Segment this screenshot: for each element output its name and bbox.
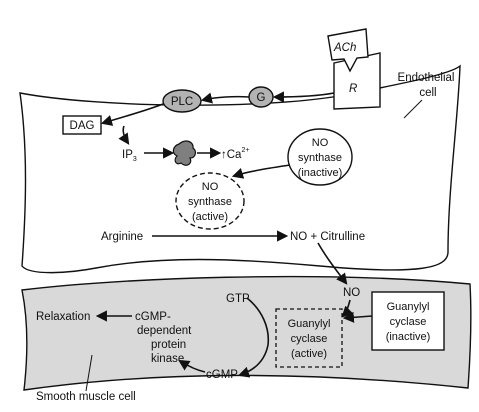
nos-active-line2: synthase (188, 196, 232, 208)
smooth-muscle-cell (21, 275, 472, 391)
nos-inactive-line2: synthase (298, 152, 342, 164)
dag-label: DAG (70, 120, 95, 132)
endothelial-leader-line (403, 99, 423, 119)
nos-inactive (287, 128, 353, 186)
pkg-line2: dependent (137, 325, 192, 337)
nos-inactive-line3: (inactive) (298, 167, 343, 179)
pkg-line1: cGMP- (135, 311, 171, 323)
cgmp-label: cGMP (206, 369, 238, 381)
receptor-label: R (349, 83, 357, 95)
arrow-plc-to-dag (100, 103, 164, 126)
arrow-cgmp-to-pkg (178, 359, 206, 373)
arrow-gtp-to-cgmp (237, 297, 270, 378)
receptor-r (333, 52, 381, 110)
arrow-gc-inactive-to-active (342, 311, 373, 323)
nos-active-line3: (active) (192, 211, 228, 223)
arrow-plc-to-ip3 (118, 125, 130, 145)
gtp-label: GTP (226, 293, 250, 305)
endothelial-cell-outline (19, 64, 461, 274)
no-label: NO (343, 287, 360, 299)
arrow-g-to-plc (200, 92, 250, 104)
endothelial-cell-label: Endothelial (398, 72, 455, 84)
arrow-receptor-to-g (272, 91, 335, 103)
plc-label: PLC (171, 96, 193, 108)
gc-active-line1: Guanylyl (288, 318, 331, 330)
no-citrulline-label: NO + Citrulline (290, 231, 365, 243)
pkg-line3: protein (151, 339, 186, 351)
g-protein-label: G (257, 92, 266, 104)
gc-inactive-box (371, 291, 445, 351)
arginine-label: Arginine (101, 231, 143, 243)
ach-ligand (327, 28, 369, 73)
smooth-muscle-label: Smooth muscle cell (36, 391, 136, 403)
arrow-nos-inactive-to-active (231, 164, 291, 179)
endothelial-cell-label-2: cell (419, 87, 436, 99)
arrow-no-to-smooth-muscle (317, 242, 348, 285)
gc-active-line3: (active) (291, 348, 327, 360)
calcium-store (172, 140, 196, 166)
gc-active-box (275, 308, 343, 368)
ip3-label: IP3 (122, 149, 137, 163)
pkg-line4: kinase (151, 353, 184, 365)
ach-label: ACh (333, 42, 356, 54)
relaxation-label: Relaxation (36, 311, 90, 323)
gc-active-line2: cyclase (291, 333, 328, 345)
gc-inactive-line3: (inactive) (386, 331, 431, 343)
smooth-muscle-leader-line (85, 354, 93, 392)
gc-inactive-line1: Guanylyl (387, 301, 430, 313)
nos-active (175, 172, 245, 230)
nos-active-line1: NO (202, 181, 219, 193)
nos-inactive-line1: NO (312, 137, 329, 149)
gc-inactive-line2: cyclase (390, 316, 427, 328)
calcium-label: ↑Ca2+ (221, 147, 249, 161)
